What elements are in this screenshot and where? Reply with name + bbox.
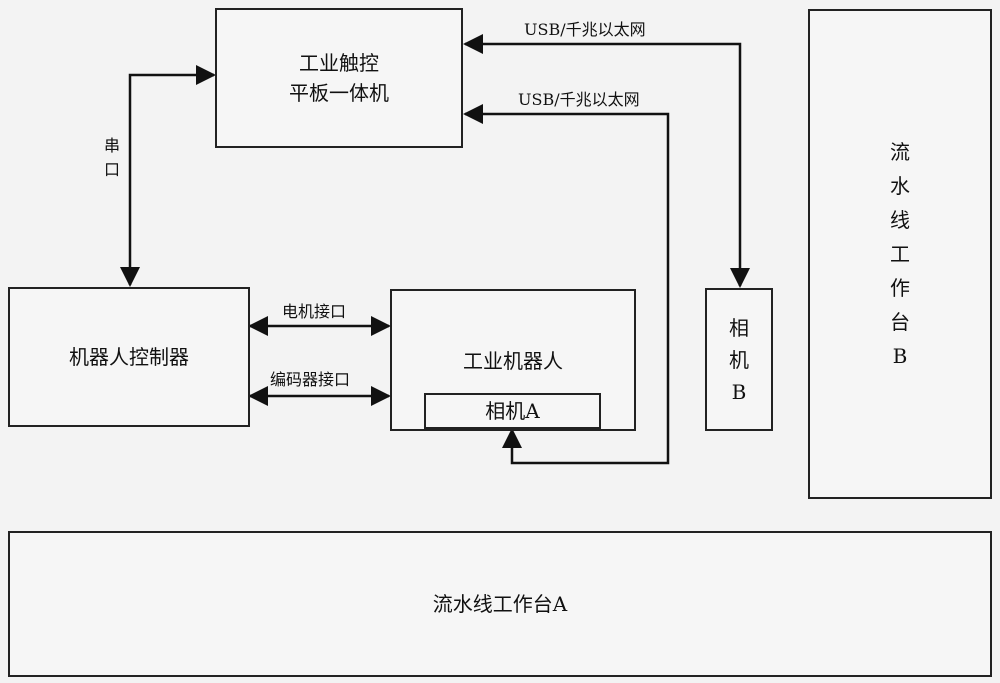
workbench-b-char: 流 [890, 140, 910, 164]
workbench-b-char: B [892, 344, 908, 368]
usb-mid-label: USB/千兆以太网 [518, 90, 640, 109]
usb-top-label: USB/千兆以太网 [524, 20, 646, 39]
workbench-a-label: 流水线工作台A [432, 592, 568, 616]
robot-controller-label: 机器人控制器 [69, 345, 189, 369]
camera-b-char: 相 [729, 315, 749, 340]
encoder-interface-label: 编码器接口 [270, 370, 351, 389]
workbench-b-char: 台 [890, 310, 910, 334]
tablet-label-line1: 工业触控 [299, 51, 379, 75]
camera-b-char: 机 [729, 347, 749, 372]
workbench-b-char: 作 [890, 276, 910, 300]
workbench-b-char: 工 [890, 242, 910, 266]
robot-controller-node: 机器人控制器 [8, 287, 250, 427]
workbench-b-node: 流 水 线 工 作 台 B [808, 9, 992, 499]
camera-b-node: 相 机 B [705, 288, 773, 431]
motor-interface-label: 电机接口 [282, 302, 347, 321]
serial-label: 串 口 [104, 134, 120, 182]
tablet-pc-node: 工业触控 平板一体机 [215, 8, 463, 148]
usb-link-camera-b-line [463, 34, 750, 288]
serial-label-char: 串 [104, 136, 121, 155]
camera-b-label: 相 机 B [729, 312, 749, 408]
serial-label-char: 口 [104, 160, 121, 179]
serial-link-line [120, 65, 216, 287]
workbench-b-char: 线 [890, 208, 910, 232]
workbench-a-node: 流水线工作台A [8, 531, 992, 677]
camera-b-char: B [731, 379, 747, 404]
workbench-b-char: 水 [890, 174, 910, 198]
usb-link-camera-a-line [463, 104, 670, 465]
workbench-b-label: 流 水 线 工 作 台 B [890, 135, 910, 373]
industrial-robot-label: 工业机器人 [463, 349, 563, 373]
camera-a-label: 相机A [485, 399, 540, 423]
camera-a-node: 相机A [424, 393, 601, 429]
tablet-label-line2: 平板一体机 [289, 81, 389, 105]
